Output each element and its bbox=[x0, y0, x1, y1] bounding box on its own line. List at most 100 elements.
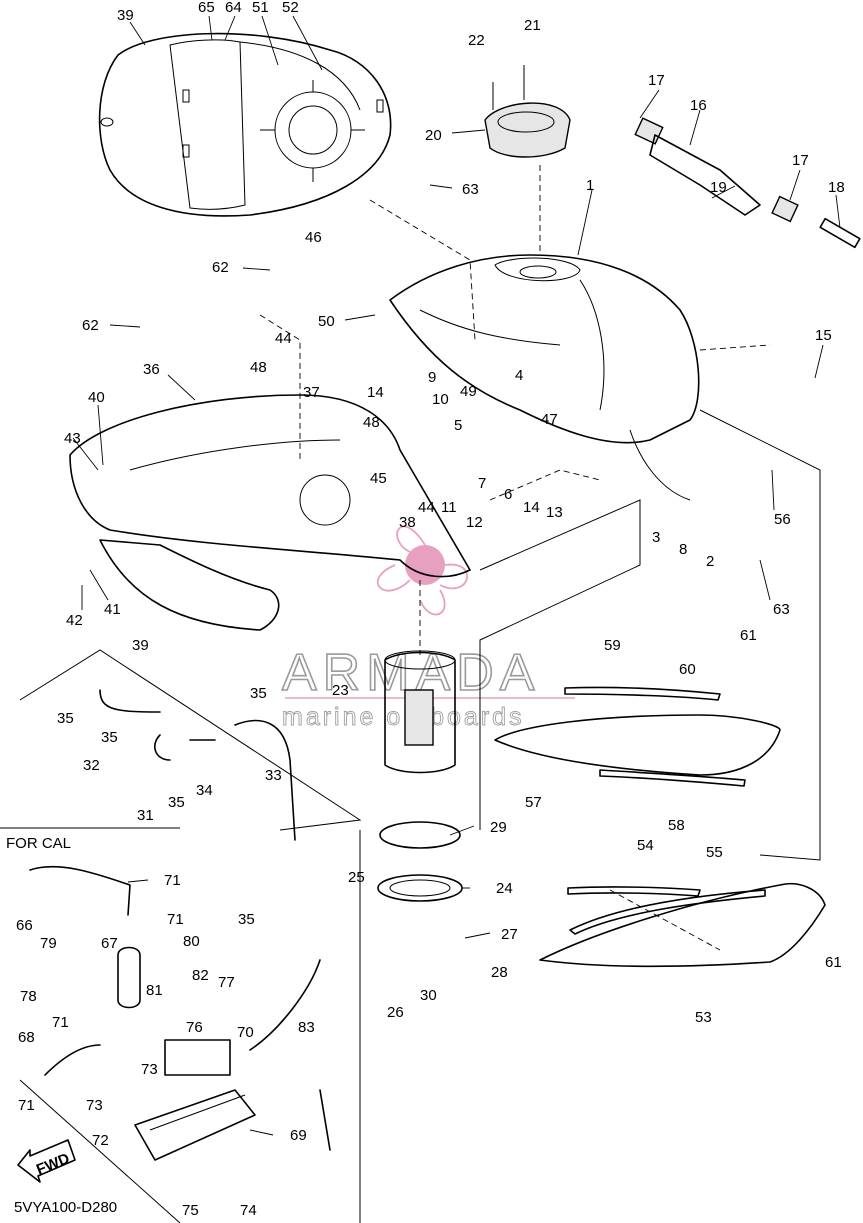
callout-74: 74 bbox=[240, 1202, 257, 1219]
callout-39a: 39 bbox=[117, 7, 134, 24]
part-fuel-sensor-16 bbox=[634, 117, 861, 249]
part-fuel-tank-1 bbox=[389, 254, 700, 501]
callout-45: 45 bbox=[370, 470, 387, 487]
callout-43: 43 bbox=[64, 430, 81, 447]
callout-69: 69 bbox=[290, 1127, 307, 1144]
callout-81: 81 bbox=[146, 982, 163, 999]
callout-53: 53 bbox=[695, 1009, 712, 1026]
callout-71d: 71 bbox=[18, 1097, 35, 1114]
callout-37: 37 bbox=[303, 384, 320, 401]
callout-76: 76 bbox=[186, 1019, 203, 1036]
callout-52: 52 bbox=[282, 0, 299, 16]
callout-5: 5 bbox=[454, 417, 462, 434]
callout-21: 21 bbox=[524, 17, 541, 34]
callout-57: 57 bbox=[525, 794, 542, 811]
callout-83: 83 bbox=[298, 1019, 315, 1036]
callout-44a: 44 bbox=[275, 330, 292, 347]
callout-54: 54 bbox=[637, 837, 654, 854]
callout-6: 6 bbox=[504, 486, 512, 503]
callout-17b: 17 bbox=[792, 152, 809, 169]
callout-73a: 73 bbox=[141, 1061, 158, 1078]
callout-56: 56 bbox=[774, 511, 791, 528]
callout-60: 60 bbox=[679, 661, 696, 678]
callout-8: 8 bbox=[679, 541, 687, 558]
callout-66: 66 bbox=[16, 917, 33, 934]
callout-33: 33 bbox=[265, 767, 282, 784]
callout-18: 18 bbox=[828, 179, 845, 196]
callout-47: 47 bbox=[541, 411, 558, 428]
watermark-propeller-logo bbox=[376, 525, 469, 616]
callout-20: 20 bbox=[425, 127, 442, 144]
callout-14a: 14 bbox=[367, 384, 384, 401]
callout-35c: 35 bbox=[101, 729, 118, 746]
callout-35a: 35 bbox=[250, 685, 267, 702]
callout-31: 31 bbox=[137, 807, 154, 824]
callout-42: 42 bbox=[66, 612, 83, 629]
callout-58: 58 bbox=[668, 817, 685, 834]
callout-65: 65 bbox=[198, 0, 215, 16]
part-fuel-pump-23 bbox=[377, 650, 463, 902]
callout-22: 22 bbox=[468, 32, 485, 49]
callout-28: 28 bbox=[491, 964, 508, 981]
callout-64: 64 bbox=[225, 0, 242, 16]
dashed-assembly-lines bbox=[259, 165, 771, 951]
callout-71a: 71 bbox=[164, 872, 181, 889]
callout-59: 59 bbox=[604, 637, 621, 654]
callout-75: 75 bbox=[182, 1202, 199, 1219]
callout-61b: 61 bbox=[825, 954, 842, 971]
callout-29: 29 bbox=[490, 819, 507, 836]
part-filler-cap-20 bbox=[484, 65, 571, 158]
callout-39b: 39 bbox=[132, 637, 149, 654]
for-cal-label: FOR CAL bbox=[6, 835, 71, 852]
callout-51: 51 bbox=[252, 0, 269, 16]
callout-55: 55 bbox=[706, 844, 723, 861]
callout-78: 78 bbox=[20, 988, 37, 1005]
watermark: ARMADA marine outboards bbox=[281, 525, 575, 731]
callout-17a: 17 bbox=[648, 72, 665, 89]
part-panel-57 bbox=[494, 686, 781, 787]
callout-4: 4 bbox=[515, 367, 523, 384]
callout-46: 46 bbox=[305, 229, 322, 246]
callout-32: 32 bbox=[83, 757, 100, 774]
callout-79: 79 bbox=[40, 935, 57, 952]
callout-35e: 35 bbox=[238, 911, 255, 928]
diagram-code: 5VYA100-D280 bbox=[14, 1199, 117, 1216]
callout-34: 34 bbox=[196, 782, 213, 799]
callout-49: 49 bbox=[460, 383, 477, 400]
callout-63a: 63 bbox=[462, 181, 479, 198]
boundary-lines bbox=[0, 409, 821, 1223]
callout-12: 12 bbox=[466, 514, 483, 531]
part-panel-53 bbox=[539, 883, 826, 968]
callout-23: 23 bbox=[332, 682, 349, 699]
callout-1: 1 bbox=[586, 177, 594, 194]
callout-41: 41 bbox=[104, 601, 121, 618]
callout-38: 38 bbox=[399, 514, 416, 531]
callout-62a: 62 bbox=[212, 259, 229, 276]
part-side-cover-36 bbox=[69, 394, 471, 578]
callout-82: 82 bbox=[192, 967, 209, 984]
callout-16: 16 bbox=[690, 97, 707, 114]
callout-35d: 35 bbox=[168, 794, 185, 811]
callout-7: 7 bbox=[478, 475, 486, 492]
callout-36: 36 bbox=[143, 361, 160, 378]
callout-30: 30 bbox=[420, 987, 437, 1004]
callout-3: 3 bbox=[652, 529, 660, 546]
part-lower-cover-39 bbox=[99, 539, 280, 631]
callout-77: 77 bbox=[218, 974, 235, 991]
fwd-arrow: FWD bbox=[17, 1139, 76, 1183]
callout-63b: 63 bbox=[773, 601, 790, 618]
callout-71b: 71 bbox=[167, 911, 184, 928]
part-canister-69 bbox=[29, 865, 331, 1161]
callout-48a: 48 bbox=[250, 359, 267, 376]
callout-40: 40 bbox=[88, 389, 105, 406]
callout-13: 13 bbox=[546, 504, 563, 521]
callout-73b: 73 bbox=[86, 1097, 103, 1114]
callout-15: 15 bbox=[815, 327, 832, 344]
callout-72: 72 bbox=[92, 1132, 109, 1149]
callout-labels: 39 65 64 51 52 22 21 20 17 16 17 19 18 6… bbox=[16, 0, 845, 1219]
callout-48b: 48 bbox=[363, 414, 380, 431]
callout-25: 25 bbox=[348, 869, 365, 886]
callout-62b: 62 bbox=[82, 317, 99, 334]
callout-2: 2 bbox=[706, 553, 714, 570]
